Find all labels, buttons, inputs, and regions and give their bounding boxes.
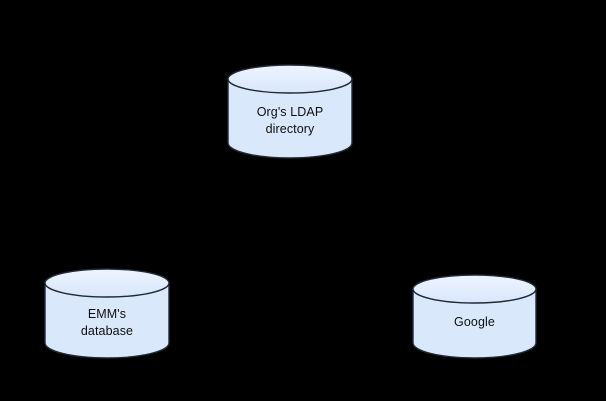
database-cylinder-icon bbox=[412, 274, 537, 359]
database-cylinder-icon bbox=[227, 64, 353, 159]
node-emm-database[interactable]: EMM's database bbox=[44, 268, 170, 359]
database-cylinder-icon bbox=[44, 268, 170, 359]
node-google[interactable]: Google bbox=[412, 274, 537, 359]
node-ldap-directory[interactable]: Org's LDAP directory bbox=[227, 64, 353, 159]
